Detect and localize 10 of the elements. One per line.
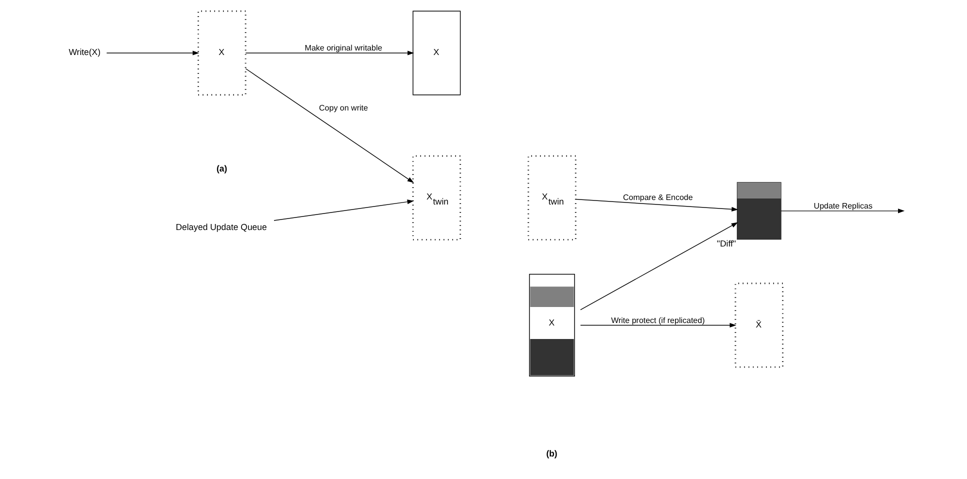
node-text: Delayed Update Queue (176, 222, 267, 232)
label: (a) (216, 164, 228, 174)
edge-label: Compare & Encode (623, 192, 693, 202)
label: (b) (546, 448, 558, 458)
edge-label: Write protect (if replicated) (611, 316, 705, 325)
edge-label: Update Replicas (814, 202, 873, 211)
edge-label: Make original writable (304, 44, 382, 53)
edge-label: Copy on write (319, 103, 368, 112)
node-text: Write(X) (68, 47, 101, 58)
node-label: "Diff" (716, 238, 736, 248)
